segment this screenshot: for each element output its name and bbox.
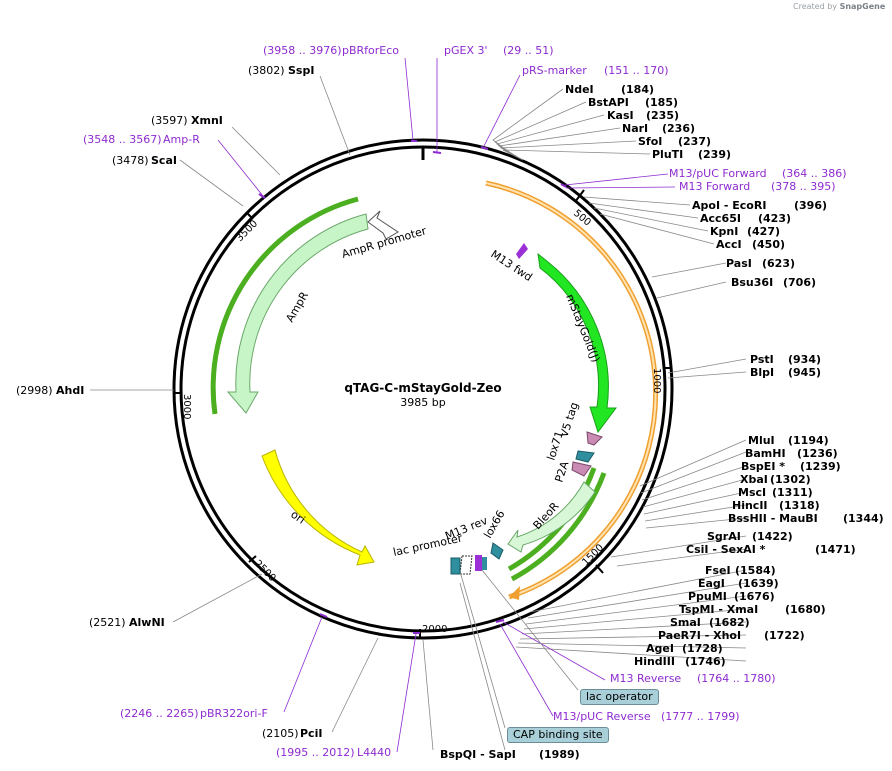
enzyme-label-mlui: MluI(1194) <box>748 434 829 447</box>
lox66-feature[interactable] <box>490 542 504 560</box>
p2a-feature[interactable] <box>571 461 592 477</box>
enzyme-label-blpi: BlpI(945) <box>750 366 821 379</box>
lox71-feature[interactable] <box>575 450 595 463</box>
enzyme-label-bsshii-maubi: BssHII - MauBI(1344) <box>728 512 884 525</box>
enzyme-label-bspei: BspEI *(1239) <box>741 460 841 473</box>
primer-label-amp-r: (3548 .. 3567)Amp-R <box>83 133 200 146</box>
lac-promoter-label: lac promoter <box>392 531 464 558</box>
enzyme-label-paer7i-xhoi: PaeR7I - XhoI(1722) <box>658 629 805 642</box>
credit-prefix: Created by <box>793 2 838 11</box>
primer-label-m13-puc-reverse: M13/pUC Reverse(1777 .. 1799) <box>553 710 740 723</box>
orange-feature-arrowhead <box>509 586 520 600</box>
primer-mark-prs-marker <box>480 146 489 150</box>
lox71-label: lox71 <box>544 429 566 462</box>
enzyme-label-fsei: FseI(1584) <box>705 564 776 577</box>
enzyme-label-pluti: PluTI(239) <box>652 148 731 161</box>
primer-label-m13-puc-forward: M13/pUC Forward(364 .. 386) <box>669 167 847 180</box>
primer-label-pbrforeco: (3958 .. 3976)pBRforEco <box>263 44 399 57</box>
enzyme-label-kpni: KpnI(427) <box>710 225 780 238</box>
m13-fwd-feature[interactable] <box>516 243 528 259</box>
enzyme-label-pasi: PasI(623) <box>726 257 795 270</box>
enzyme-label-sfoi: SfoI(237) <box>638 135 711 148</box>
v5-tag-feature[interactable] <box>586 431 603 446</box>
orange-feature-arc <box>485 180 659 600</box>
tick-mark-3500 <box>246 212 254 220</box>
lac-promoter-feature[interactable] <box>459 555 473 575</box>
snapgene-logo-text: SnapGene <box>839 2 886 11</box>
tick-label-1500: 1500 <box>580 542 606 568</box>
tick-label-3000: 3000 <box>181 394 192 419</box>
primer-label-prs-marker: pRS-marker(151 .. 170) <box>522 64 669 77</box>
ampr-promoter-feature[interactable] <box>367 210 399 240</box>
enzyme-label-apoi-ecori: ApoI - EcoRI(396) <box>692 199 827 212</box>
enzyme-label-xmni: (3597)XmnI <box>151 114 223 127</box>
enzyme-label-pcii: (2105)PciI <box>262 727 322 740</box>
green-feature-arc-2 <box>510 472 607 582</box>
primer-mark-pbr322ori-f <box>319 613 328 618</box>
primer-mark-amp-r <box>258 193 266 199</box>
primer-mark-m13-forward <box>560 183 567 188</box>
enzyme-label-psti: PstI(934) <box>750 353 821 366</box>
enzyme-label-ppumi: PpuMI(1676) <box>688 590 775 603</box>
primer-mark-pgex3 <box>432 151 442 154</box>
orange-feature-arc-inner <box>485 182 657 598</box>
tick-mark-1500 <box>595 564 604 574</box>
p2a-label: P2A <box>552 459 571 484</box>
mstaygold-feature[interactable] <box>537 252 617 434</box>
plasmid-name: qTAG-C-mStayGold-Zeo <box>344 381 501 395</box>
tick-label-1000: 1000 <box>651 368 662 393</box>
lac-operator-feature[interactable] <box>482 557 487 570</box>
enzyme-label-kasi: KasI(235) <box>607 109 679 122</box>
enzyme-label-tspmi-xmai: TspMI - XmaI(1680) <box>679 603 826 616</box>
enzyme-label-eagi: EagI(1639) <box>698 577 779 590</box>
enzyme-label-csii-sexai: CsiI - SexAI *(1471) <box>686 543 856 556</box>
enzyme-label-alwni: (2521)AlwNI <box>89 616 165 629</box>
primer-mark-m13-reverse <box>495 619 505 623</box>
primer-leader-lines <box>217 57 676 753</box>
enzyme-label-bstapi: BstAPI(185) <box>588 96 678 109</box>
feature-leader-lines <box>460 569 579 729</box>
enzyme-label-hindiii: HindIII(1746) <box>634 655 726 668</box>
enzyme-label-bspqi-sapi: BspQI - SapI(1989) <box>440 748 580 761</box>
tick-mark-2500 <box>248 555 257 563</box>
primer-label-l4440: (1995 .. 2012)L4440 <box>276 746 391 759</box>
enzyme-label-ndei: NdeI(184) <box>565 83 654 96</box>
backbone-outer-circle <box>172 138 674 640</box>
enzyme-label-sspi: (3802)SspI <box>248 64 314 77</box>
cap-binding-site-badge[interactable]: CAP binding site <box>507 727 609 743</box>
enzyme-label-acci: AccI(450) <box>716 238 785 251</box>
bleor-feature[interactable] <box>507 481 596 553</box>
enzyme-label-hincii: HincII(1318) <box>732 499 820 512</box>
enzyme-label-msci: MscI(1311) <box>738 486 813 499</box>
enzyme-label-scai: (3478)ScaI <box>112 154 177 167</box>
enzyme-label-xbai: XbaI(1302) <box>740 473 811 486</box>
enzyme-label-bamhi: BamHI(1236) <box>745 447 838 460</box>
plasmid-length: 3985 bp <box>400 396 445 409</box>
tick-label-2000: 2000 <box>422 624 447 635</box>
primer-label-pgex3: pGEX 3'(29 .. 51) <box>444 44 554 57</box>
enzyme-label-ahdi: (2998)AhdI <box>16 384 84 397</box>
m13-fwd-label: M13 fwd <box>488 248 534 284</box>
ampr-feature[interactable] <box>226 213 369 414</box>
ori-feature[interactable] <box>261 449 375 566</box>
enzyme-label-nari: NarI(236) <box>622 122 695 135</box>
enzyme-label-agei: AgeI(1728) <box>646 642 723 655</box>
enzyme-label-smai: SmaI(1682) <box>670 616 750 629</box>
snapgene-credit: Created by SnapGene <box>793 2 885 11</box>
m13-rev-feature[interactable] <box>475 555 482 571</box>
primer-label-m13-reverse: M13 Reverse(1764 .. 1780) <box>610 672 776 685</box>
green-feature-arc-3 <box>210 196 359 415</box>
lac-operator-badge[interactable]: lac operator <box>580 689 659 705</box>
enzyme-label-bsu36i: Bsu36I(706) <box>731 276 816 289</box>
enzyme-label-acc65i: Acc65I(423) <box>700 212 791 225</box>
ampr-label: AmpR <box>283 289 311 324</box>
primer-label-m13-forward: M13 Forward(378 .. 395) <box>679 180 836 193</box>
cap-binding-site-feature[interactable] <box>450 557 461 575</box>
primer-label-pbr322ori-f: (2246 .. 2265)pBR322ori-F <box>120 707 268 720</box>
enzyme-label-sgrai: SgrAI(1422) <box>707 530 793 543</box>
tick-mark-500 <box>574 189 585 203</box>
enzyme-leader-lines <box>90 75 747 751</box>
